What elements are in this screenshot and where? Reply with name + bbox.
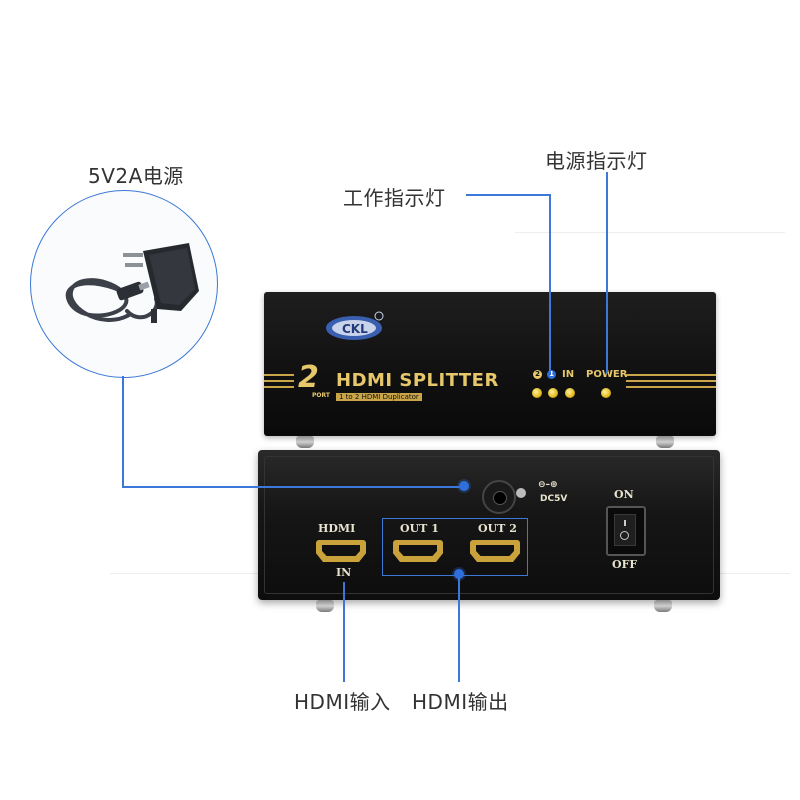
power-switch[interactable] [606, 506, 646, 556]
hdmi-out-highlight-box [382, 518, 528, 576]
hdmi-in-port-label: HDMI [318, 522, 356, 535]
power-adapter-image [30, 190, 218, 378]
switch-on-label: ON [614, 488, 634, 501]
gold-stripe [264, 380, 294, 382]
adapter-callout-line [122, 486, 462, 488]
dc-label: DC5V [540, 494, 568, 504]
work-indicator-line [549, 194, 551, 372]
led-port-2 [532, 388, 542, 398]
hdmi-in-callout: HDMI输入 [294, 690, 391, 714]
adapter-callout-line [122, 376, 124, 486]
callout-dot [459, 481, 469, 491]
led-label-in: IN [562, 369, 575, 380]
led-label-2: 2 [533, 370, 542, 379]
gold-stripe [626, 386, 716, 388]
work-indicator-callout: 工作指示灯 [343, 186, 446, 210]
gold-stripe [264, 374, 294, 376]
led-in [565, 388, 575, 398]
led-power [601, 388, 611, 398]
background-line [515, 232, 785, 233]
hdmi-out-callout-line [458, 578, 460, 682]
work-indicator-line [466, 194, 550, 196]
background-line [110, 573, 260, 574]
device-foot [654, 600, 672, 612]
power-adapter-callout: 5V2A电源 [88, 164, 184, 188]
background-line [720, 573, 790, 574]
hdmi-out2-port[interactable] [470, 540, 520, 562]
power-switch-rocker[interactable] [614, 514, 636, 546]
switch-off-label: OFF [612, 558, 638, 571]
led-label-1: 1 [547, 370, 556, 379]
port-word: PORT [312, 392, 330, 399]
gold-stripe [264, 386, 294, 388]
power-adapter-icon [65, 243, 199, 323]
led-label-power: POWER [586, 369, 628, 380]
dc-power-jack[interactable] [482, 480, 516, 514]
dc-symbol: ⊖–⊕ [538, 480, 558, 490]
switch-off-mark [620, 531, 629, 540]
out1-port-label: OUT 1 [400, 522, 439, 535]
gold-stripe [626, 374, 716, 376]
hdmi-out1-port[interactable] [393, 540, 443, 562]
gold-stripe [626, 380, 716, 382]
callout-dot [454, 569, 464, 579]
led-port-1 [548, 388, 558, 398]
device-foot [296, 436, 314, 448]
power-indicator-line [606, 172, 608, 374]
switch-on-mark [624, 520, 626, 526]
splitter-front-panel: CKL 2 PORT HDMI SPLITTER 1 to 2 HDMI Dup… [264, 292, 716, 436]
brand-logo-icon: CKL [326, 311, 384, 340]
power-indicator-callout: 电源指示灯 [545, 149, 648, 173]
screw [516, 488, 526, 498]
hdmi-out-callout: HDMI输出 [412, 690, 509, 714]
port-count: 2 [298, 360, 319, 395]
product-name: HDMI SPLITTER [336, 370, 499, 391]
product-subtitle: 1 to 2 HDMI Duplicator [336, 393, 422, 401]
device-foot [316, 600, 334, 612]
dc-jack-pin [493, 491, 507, 505]
device-foot [656, 436, 674, 448]
brand-logo-text: CKL [342, 322, 368, 336]
out2-port-label: OUT 2 [478, 522, 517, 535]
back-panel-rim [264, 456, 714, 594]
hdmi-in-callout-line [343, 582, 345, 682]
hdmi-in-sub-label: IN [336, 566, 352, 579]
hdmi-in-port[interactable] [316, 540, 366, 562]
